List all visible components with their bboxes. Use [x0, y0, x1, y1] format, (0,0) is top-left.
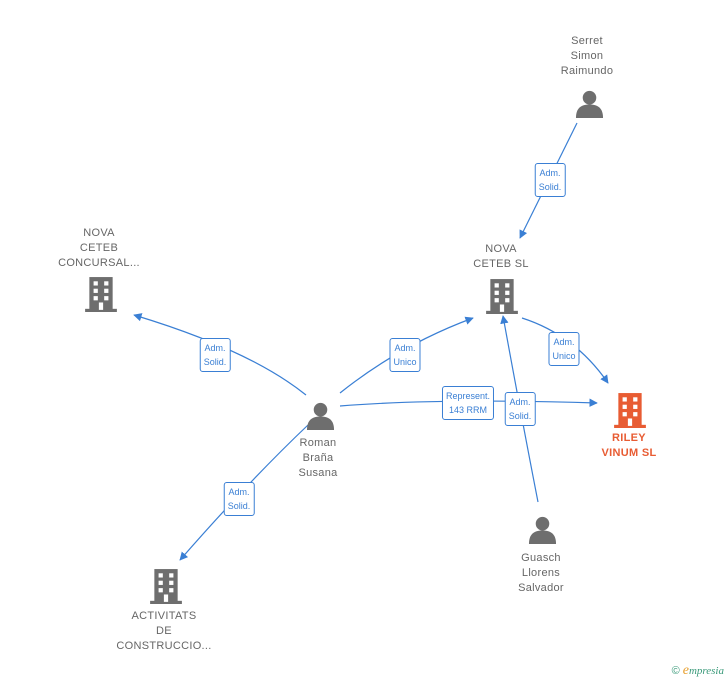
- copyright-icon: ©: [671, 665, 680, 677]
- person-icon[interactable]: [528, 516, 557, 544]
- node-label-guasch[interactable]: Guasch Llorens Salvador: [518, 551, 564, 596]
- person-icon[interactable]: [575, 90, 604, 118]
- edge-label-line: Solid.: [538, 182, 562, 192]
- label-line: CONCURSAL...: [58, 257, 140, 269]
- edge-label-line: Solid.: [508, 411, 532, 421]
- label-line: Serret: [571, 35, 603, 47]
- edge-label-line: Unico: [393, 357, 417, 367]
- node-label-roman[interactable]: Roman Braña Susana: [298, 436, 337, 481]
- edge-label-line: Adm.: [539, 168, 561, 178]
- label-line: Guasch: [521, 552, 561, 564]
- edge-label-line: Adm.: [553, 337, 575, 347]
- node-label-nova-ceteb-concursal[interactable]: NOVA CETEB CONCURSAL...: [58, 226, 140, 271]
- edge-label-line: Represent.: [445, 391, 491, 401]
- edge-label-nova-riley: Adm. Unico: [548, 332, 580, 366]
- label-line: NOVA: [485, 243, 517, 255]
- node-label-nova-ceteb-sl[interactable]: NOVA CETEB SL: [473, 242, 529, 272]
- label-line: CONSTRUCCIO...: [116, 640, 212, 652]
- edge-label-serret-nova: Adm. Solid.: [534, 163, 566, 197]
- label-line: RILEY: [612, 432, 646, 444]
- label-line: Susana: [298, 467, 338, 479]
- brand-logo-e: e: [682, 663, 689, 678]
- edge-label-line: Adm.: [394, 343, 416, 353]
- label-line: ACTIVITATS: [131, 610, 197, 622]
- label-line: Llorens: [521, 567, 561, 579]
- label-line: Simon: [570, 50, 604, 62]
- person-icon[interactable]: [306, 402, 335, 430]
- edge-label-roman-concursal: Adm. Solid.: [199, 338, 231, 372]
- edge-label-line: Solid.: [227, 501, 251, 511]
- label-line: VINUM SL: [601, 447, 657, 459]
- building-icon[interactable]: [486, 279, 518, 314]
- brand-logo-text: mpresia: [688, 665, 724, 677]
- building-icon-focus[interactable]: [614, 393, 646, 428]
- edge-label-line: Adm.: [509, 397, 531, 407]
- edge-roman-concursal: [133, 313, 307, 396]
- edge-label-line: Solid.: [203, 357, 227, 367]
- node-label-activitats[interactable]: ACTIVITATS DE CONSTRUCCIO...: [116, 609, 211, 654]
- label-line: Raimundo: [560, 65, 614, 77]
- label-line: CETEB: [79, 242, 119, 254]
- building-icon[interactable]: [150, 569, 182, 604]
- label-line: Roman: [299, 437, 337, 449]
- edge-label-roman-nova: Adm. Unico: [389, 338, 421, 372]
- label-line: CETEB SL: [473, 258, 529, 270]
- edge-label-line: Adm.: [228, 487, 250, 497]
- edge-label-line: Unico: [552, 351, 576, 361]
- edge-label-guasch-nova: Adm. Solid.: [504, 392, 536, 426]
- edge-label-roman-riley: Represent. 143 RRM: [441, 386, 495, 420]
- label-line: NOVA: [83, 227, 115, 239]
- label-line: Braña: [302, 452, 334, 464]
- label-line: Salvador: [518, 582, 564, 594]
- brand-footer: © empresia: [672, 663, 724, 679]
- building-icon[interactable]: [85, 277, 117, 312]
- node-label-serret[interactable]: Serret Simon Raimundo: [561, 34, 614, 79]
- edge-label-line: 143 RRM: [448, 405, 487, 415]
- edge-label-roman-activitats: Adm. Solid.: [223, 482, 255, 516]
- label-line: DE: [156, 625, 172, 637]
- edge-label-line: Adm.: [204, 343, 226, 353]
- node-label-riley-vinum[interactable]: RILEY VINUM SL: [602, 431, 657, 461]
